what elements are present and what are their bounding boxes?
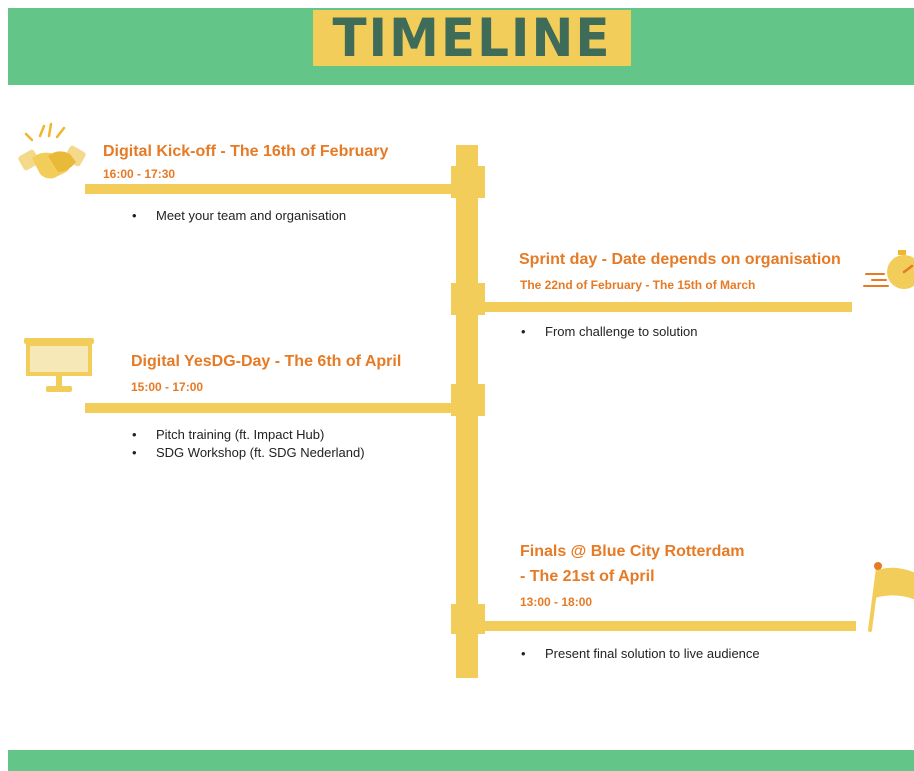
- event-items: From challenge to solution: [521, 323, 697, 341]
- page-title: TIMELINE: [332, 7, 612, 69]
- timeline-node: [451, 166, 485, 198]
- event-title: Digital YesDG-Day - The 6th of April: [131, 353, 402, 370]
- event-bar-finals: [478, 621, 856, 631]
- event-bar-yesdg: [85, 403, 455, 413]
- event-items: Pitch training (ft. Impact Hub) SDG Work…: [132, 426, 365, 462]
- title-box: TIMELINE: [313, 10, 631, 66]
- event-items: Meet your team and organisation: [132, 207, 346, 225]
- list-item: SDG Workshop (ft. SDG Nederland): [132, 444, 365, 462]
- list-item: From challenge to solution: [521, 323, 697, 341]
- event-time: 13:00 - 18:00: [520, 595, 593, 609]
- event-title: - The 21st of April: [520, 568, 655, 585]
- event-bar-sprint: [478, 302, 852, 312]
- flag-icon: [866, 560, 914, 632]
- event-title: Finals @ Blue City Rotterdam: [520, 543, 745, 560]
- event-time: 16:00 - 17:30: [103, 167, 176, 181]
- presentation-board-icon: [22, 336, 96, 396]
- handshake-icon: [18, 122, 88, 188]
- list-item: Present final solution to live audience: [521, 645, 760, 663]
- timeline-node: [451, 384, 485, 416]
- list-item: Pitch training (ft. Impact Hub): [132, 426, 365, 444]
- stopwatch-icon: [862, 246, 914, 298]
- event-title: Digital Kick-off - The 16th of February: [103, 143, 389, 160]
- event-time: 15:00 - 17:00: [131, 380, 204, 394]
- footer-band: [8, 750, 914, 771]
- event-title: Sprint day - Date depends on organisatio…: [519, 251, 841, 268]
- list-item: Meet your team and organisation: [132, 207, 346, 225]
- event-bar-kickoff: [85, 184, 455, 194]
- event-time: The 22nd of February - The 15th of March: [520, 278, 756, 292]
- event-items: Present final solution to live audience: [521, 645, 760, 663]
